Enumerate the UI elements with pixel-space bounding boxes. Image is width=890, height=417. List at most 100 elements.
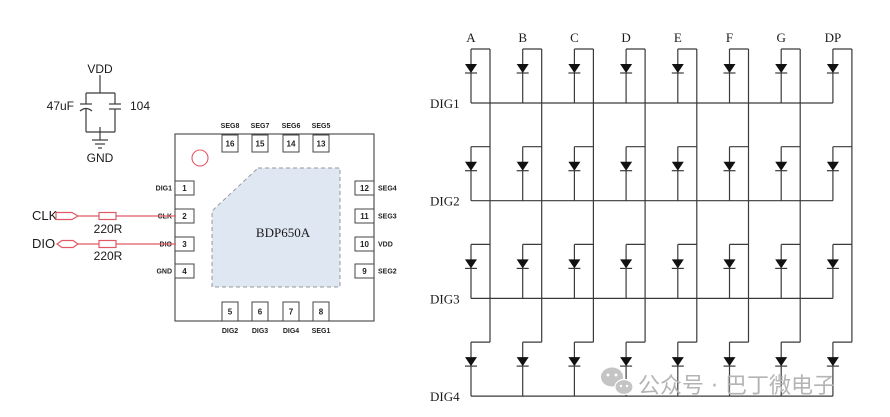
diode-triangle xyxy=(620,161,633,171)
led-diode-icon xyxy=(516,161,529,172)
led-diode-icon xyxy=(775,259,788,269)
led-diode-icon xyxy=(826,161,839,172)
segment-column-label: A xyxy=(466,30,476,45)
resistor-icon xyxy=(98,239,117,249)
led-diode-icon xyxy=(671,259,684,269)
pin1-marker-icon xyxy=(191,149,209,167)
pin-label: SEG4 xyxy=(378,186,397,193)
cap2-value-label: 104 xyxy=(130,99,150,113)
diode-triangle xyxy=(516,64,529,73)
diode-triangle xyxy=(620,259,633,269)
led-diode-icon xyxy=(671,64,684,74)
led-diode-icon xyxy=(671,357,684,367)
pin-number: 12 xyxy=(360,184,369,193)
led-diode-icon xyxy=(568,357,581,367)
pin-number: 8 xyxy=(319,308,324,317)
pin-number: 6 xyxy=(258,308,263,317)
pin-number: 10 xyxy=(360,240,369,249)
diode-triangle xyxy=(568,357,581,367)
capacitor-icon xyxy=(109,103,121,110)
pin-number: 2 xyxy=(182,212,187,221)
pin-box xyxy=(251,301,269,322)
diode-triangle xyxy=(671,64,684,73)
led-diode-icon xyxy=(516,357,529,367)
pin-label: VDD xyxy=(378,242,393,249)
cap1-value-label: 47uF xyxy=(47,99,74,113)
led-diode-icon xyxy=(620,64,633,74)
diode-triangle xyxy=(620,64,633,73)
segment-column-label: B xyxy=(518,30,527,45)
diode-triangle xyxy=(568,64,581,73)
pin-box xyxy=(174,263,195,279)
led-diode-icon xyxy=(465,64,477,74)
pin-box xyxy=(174,180,195,196)
diode-triangle xyxy=(775,161,788,171)
led-diode-icon xyxy=(620,357,633,367)
diode-triangle xyxy=(516,259,529,269)
diode-triangle xyxy=(775,259,788,269)
pin-box xyxy=(354,180,375,196)
led-diode-icon xyxy=(826,64,839,74)
pin-label: SEG5 xyxy=(312,123,331,130)
pin-label: SEG2 xyxy=(378,269,397,276)
diode-triangle xyxy=(516,357,529,367)
led-diode-icon xyxy=(568,64,581,74)
pin-box xyxy=(282,301,300,322)
led-diode-icon xyxy=(671,161,684,172)
pin-number: 11 xyxy=(360,212,369,221)
chip-bdp650a: BDP650A 16SEG815SEG714SEG613SEG51DIG12CL… xyxy=(156,123,397,335)
led-diode-icon xyxy=(723,64,736,74)
pin-box xyxy=(282,134,300,153)
gnd-label: GND xyxy=(87,151,114,165)
diode-triangle xyxy=(723,161,736,171)
digit-row-label: DIG1 xyxy=(430,96,460,111)
diode-triangle xyxy=(465,357,477,367)
led-diode-icon xyxy=(775,357,788,367)
pin-box xyxy=(354,208,375,224)
pin-number: 5 xyxy=(228,308,233,317)
pin-box xyxy=(354,236,375,252)
dio-net-label: DIO xyxy=(32,236,55,251)
pin-box xyxy=(251,134,269,153)
led-diode-icon xyxy=(775,161,788,172)
pin-label: DIG1 xyxy=(156,186,172,193)
digit-row-label: DIG3 xyxy=(430,291,460,306)
pin-box xyxy=(221,301,239,322)
pin-number: 3 xyxy=(182,240,187,249)
led-diode-icon xyxy=(568,259,581,269)
diode-triangle xyxy=(723,259,736,269)
pin-box xyxy=(221,134,239,153)
clk-net-label: CLK xyxy=(32,208,58,223)
led-diode-icon xyxy=(775,64,788,74)
diode-triangle xyxy=(620,357,633,367)
watermark: 公众号 · 巴丁微电子 xyxy=(601,367,835,399)
dio-resistor-label: 220R xyxy=(94,249,123,263)
segment-column-label: C xyxy=(570,30,579,45)
diode-triangle xyxy=(723,64,736,73)
pin-number: 1 xyxy=(182,184,187,193)
pin-label: DIG2 xyxy=(222,328,238,335)
diode-triangle xyxy=(465,161,477,171)
pin-label: DIG4 xyxy=(283,328,299,335)
pin-box xyxy=(312,301,330,322)
pin-label: DIG3 xyxy=(252,328,268,335)
diode-triangle xyxy=(516,161,529,171)
pin-number: 9 xyxy=(362,267,367,276)
pin-label: SEG1 xyxy=(312,328,331,335)
digit-row-label: DIG4 xyxy=(430,389,460,404)
led-diode-icon xyxy=(465,161,477,172)
pin-box xyxy=(354,263,375,279)
pin-number: 4 xyxy=(182,267,187,276)
watermark-text: 公众号 · 巴丁微电子 xyxy=(638,374,835,399)
segment-column-label: E xyxy=(674,30,682,45)
led-diode-icon xyxy=(723,357,736,367)
diode-triangle xyxy=(775,357,788,367)
diode-triangle xyxy=(826,357,839,367)
chip-name: BDP650A xyxy=(256,225,311,240)
led-diode-icon xyxy=(723,259,736,269)
segment-column-label: G xyxy=(777,30,786,45)
diode-triangle xyxy=(465,64,477,73)
pin-number: 15 xyxy=(256,140,265,149)
